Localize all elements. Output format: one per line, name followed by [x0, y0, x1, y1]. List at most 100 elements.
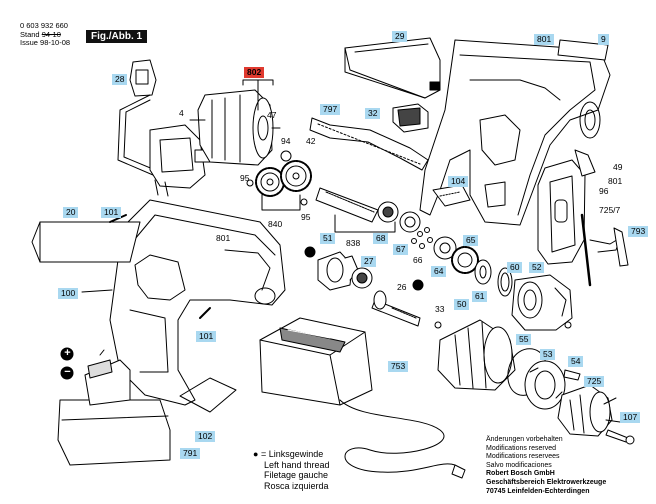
part-802-motor [189, 89, 281, 166]
label-part-96: 96 [599, 186, 609, 196]
label-part-32: 32 [365, 108, 381, 119]
label-part-802: 802 [244, 67, 265, 78]
part-32-slider [392, 103, 429, 133]
part-725-chuck [557, 384, 621, 437]
stand-label: Stand [20, 30, 40, 39]
label-part-67: 67 [393, 244, 409, 255]
legend-line-3: Filetage gauche [264, 470, 329, 480]
part-27 [351, 267, 373, 289]
label-part-104: 104 [448, 176, 469, 187]
label-part-101b: 101 [196, 331, 217, 342]
label-part-107: 107 [620, 412, 641, 423]
part-96-cover [537, 159, 586, 265]
label-part-65: 65 [463, 235, 479, 246]
label-part-100: 100 [58, 288, 79, 299]
note-line-1: Änderungen vorbehalten [486, 436, 563, 443]
part-801-housing-right [419, 39, 611, 226]
label-part-60: 60 [507, 262, 523, 273]
label-part-801a: 801 [534, 34, 555, 45]
label-part-791: 791 [180, 448, 201, 459]
part-797-strap [309, 117, 429, 171]
label-part-47: 47 [267, 110, 277, 120]
part-94 [280, 150, 292, 162]
plus-sign: + [64, 347, 71, 359]
bracket-802 [242, 79, 274, 111]
issue-line: Issue 98-10-08 [20, 38, 70, 47]
part-801-housing-left [109, 199, 286, 406]
part-51 [317, 251, 359, 291]
label-part-29: 29 [392, 31, 408, 42]
label-part-28: 28 [112, 74, 128, 85]
legend-line-4: Rosca izquierda [264, 480, 329, 491]
part-102-wire [179, 377, 237, 413]
label-part-95a: 95 [240, 173, 250, 183]
label-part-68: 68 [373, 233, 389, 244]
label-part-49: 49 [613, 162, 623, 172]
label-part-33: 33 [435, 304, 445, 314]
note-company: Robert Bosch GmbH [486, 470, 555, 478]
label-part-838: 838 [346, 238, 361, 248]
part-50-sleeve [437, 319, 516, 391]
note-line-4: Salvo modificaciones [486, 461, 552, 469]
label-part-801c: 801 [216, 233, 231, 243]
label-part-52: 52 [529, 262, 545, 273]
label-part-64: 64 [431, 266, 447, 277]
minus-sign: − [64, 366, 71, 378]
part-104 [432, 184, 471, 207]
part-101-screw-b [199, 307, 211, 319]
label-part-840: 840 [268, 219, 283, 229]
label-part-94: 94 [281, 136, 291, 146]
legend-text-1: = Linksgewinde [260, 449, 324, 459]
legend-line-2: Left hand thread [264, 459, 330, 470]
note-line-2: Modifications reserved [486, 444, 557, 452]
label-part-753: 753 [388, 361, 409, 372]
figure-label: Fig./Abb. 1 [86, 30, 148, 43]
mark-a-2 [412, 279, 424, 291]
legend-marker: ● [253, 449, 259, 459]
part-838-shaft [315, 187, 421, 233]
part-54-screw [563, 369, 581, 381]
label-part-4: 4 [179, 108, 184, 118]
label-part-26: 26 [397, 282, 407, 292]
label-part-66: 66 [413, 255, 423, 265]
battery-pack [57, 349, 171, 466]
label-part-42: 42 [306, 136, 316, 146]
plus-marker [60, 347, 74, 361]
part-753-charger [259, 317, 466, 479]
part-793 [613, 227, 629, 267]
thread-legend: ● = Linksgewinde Left hand thread Fileta… [253, 449, 330, 491]
label-part-102: 102 [195, 431, 216, 442]
label-part-55: 55 [516, 334, 532, 345]
part-61 [474, 259, 492, 285]
part-66-balls [411, 227, 433, 249]
part-26-spindle [371, 290, 421, 327]
label-part-801b: 801 [608, 176, 623, 186]
label-part-95b: 95 [301, 212, 311, 222]
issue-value: 98-10-08 [40, 38, 71, 47]
part-number: 0 603 932 660 [20, 21, 68, 30]
label-part-50: 50 [454, 299, 470, 310]
label-part-725-7: 725/7 [599, 205, 621, 215]
part-840-gears [246, 160, 312, 211]
stand-line: Stand 94-10 [20, 30, 61, 39]
part-725-7-key [580, 213, 621, 287]
issue-label: Issue [20, 38, 38, 47]
manufacturer-note: Änderungen vorbehalten Modifications res… [486, 436, 606, 496]
stand-value: 94-10 [41, 30, 61, 39]
part-28-clip [129, 59, 157, 97]
note-division: Geschäftsbereich Elektrowerkzeuge [486, 478, 607, 486]
minus-marker [60, 366, 74, 380]
part-53 [524, 360, 566, 410]
label-part-20: 20 [63, 207, 79, 218]
part-29-cover [344, 37, 441, 99]
label-part-725: 725 [584, 376, 605, 387]
label-part-53: 53 [540, 349, 556, 360]
label-part-101a: 101 [101, 207, 122, 218]
label-part-51: 51 [320, 233, 336, 244]
part-49 [574, 149, 596, 177]
part-33 [434, 321, 442, 329]
part-64 [451, 246, 479, 274]
part-52-gear-housing [511, 274, 573, 331]
